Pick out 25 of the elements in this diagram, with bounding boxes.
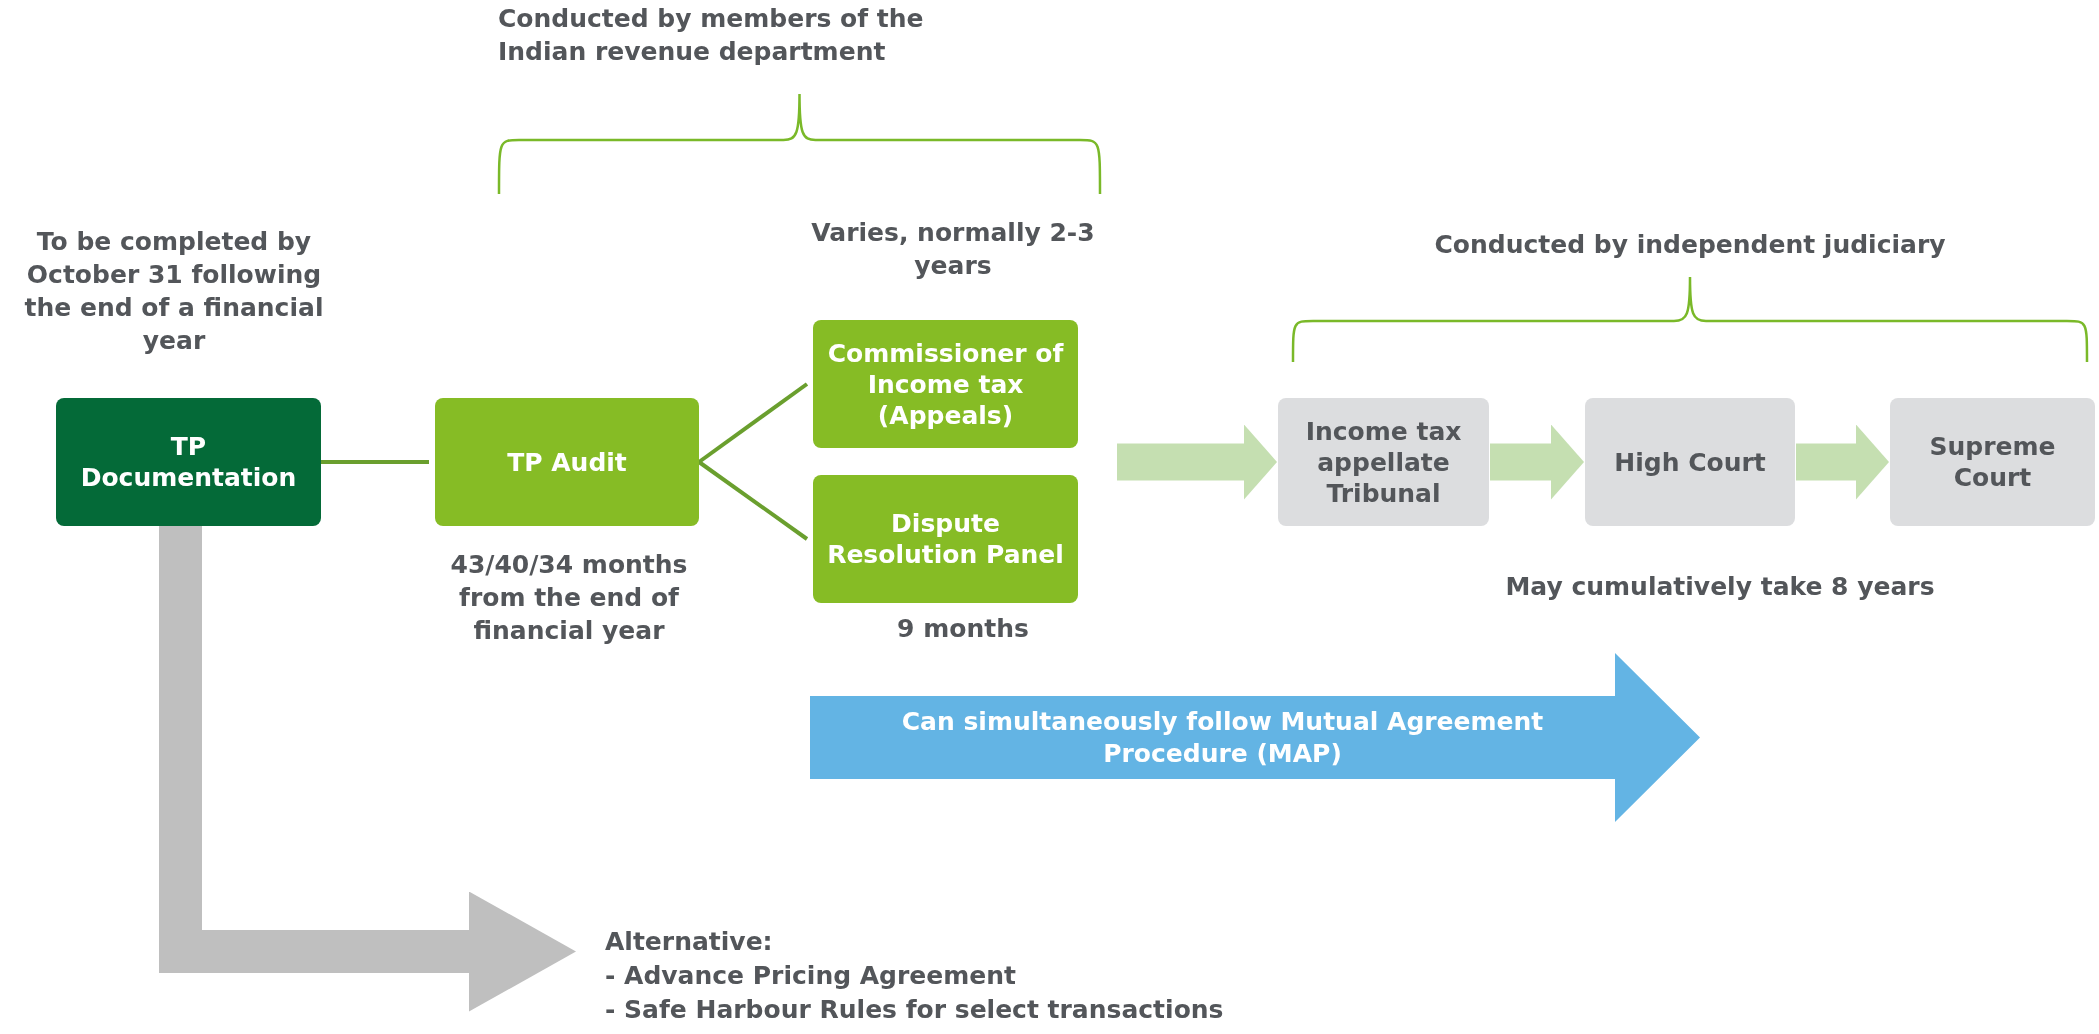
process-box: Commissioner of Income tax (Appeals): [813, 320, 1078, 448]
process-box: Dispute Resolution Panel: [813, 475, 1078, 603]
note-text: - Safe Harbour Rules for select transactions: [605, 994, 1224, 1026]
annotation-text: Conducted by independent judiciary: [1433, 229, 1947, 261]
connector-line: [697, 382, 809, 464]
block-arrow: [1796, 424, 1889, 500]
note-text: To be completed by October 31 following the end of a financial year: [23, 226, 325, 357]
note-text: 9 months: [896, 613, 1030, 645]
block-arrow: [1117, 424, 1277, 500]
connector-line: [697, 460, 809, 541]
connector-line: [321, 460, 429, 464]
process-box: Supreme Court: [1890, 398, 2095, 526]
annotation-text: Conducted by members of the Indian revenue department: [498, 3, 925, 68]
process-box: High Court: [1585, 398, 1795, 526]
process-box: Income tax appellate Tribunal: [1278, 398, 1489, 526]
annotation-text: May cumulatively take 8 years: [1504, 571, 1936, 603]
arrow-label: Can simultaneously follow Mutual Agreement Procedure (MAP): [900, 706, 1545, 770]
block-arrow: [1490, 424, 1584, 500]
block-arrow: [159, 526, 576, 1012]
process-box: TP Audit: [435, 398, 699, 526]
note-text: - Advance Pricing Agreement: [605, 960, 1016, 992]
process-box: TP Documentation: [56, 398, 321, 526]
note-text: Varies, normally 2-3 years: [810, 217, 1096, 282]
note-text: Alternative:: [605, 926, 773, 958]
note-text: 43/40/34 months from the end of financial year: [449, 549, 689, 647]
